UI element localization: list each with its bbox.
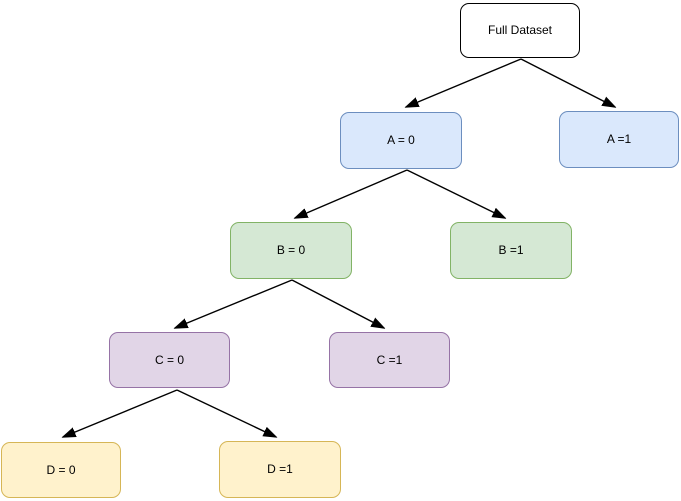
edge-b0-to-c1 [291, 279, 384, 328]
node-full-dataset: Full Dataset [460, 3, 580, 58]
edge-b0-to-c0 [175, 279, 293, 328]
node-label: D = 0 [46, 462, 76, 477]
node-label: B = 0 [276, 243, 306, 258]
node-d-equals-0: D = 0 [1, 442, 121, 498]
edge-c0-to-d1 [176, 389, 276, 437]
node-b-equals-0: B = 0 [230, 222, 352, 279]
node-c-equals-1: C =1 [329, 332, 450, 388]
edge-full-dataset-to-a1 [520, 58, 615, 107]
edge-a0-to-b1 [406, 169, 505, 218]
node-d-equals-1: D =1 [219, 441, 341, 498]
node-label: B =1 [498, 243, 524, 258]
node-label: Full Dataset [487, 23, 553, 38]
node-label: C = 0 [154, 352, 184, 367]
node-label: C =1 [376, 352, 403, 367]
node-a-equals-1: A =1 [559, 111, 679, 168]
node-c-equals-0: C = 0 [109, 332, 230, 388]
node-a-equals-0: A = 0 [340, 112, 462, 169]
node-label: D =1 [267, 462, 293, 477]
node-label: A = 0 [387, 133, 415, 148]
node-label: A =1 [606, 132, 632, 147]
edge-full-dataset-to-a0 [406, 58, 522, 107]
edge-a0-to-b0 [295, 169, 408, 218]
node-b-equals-1: B =1 [450, 222, 572, 279]
edge-c0-to-d0 [63, 389, 178, 437]
